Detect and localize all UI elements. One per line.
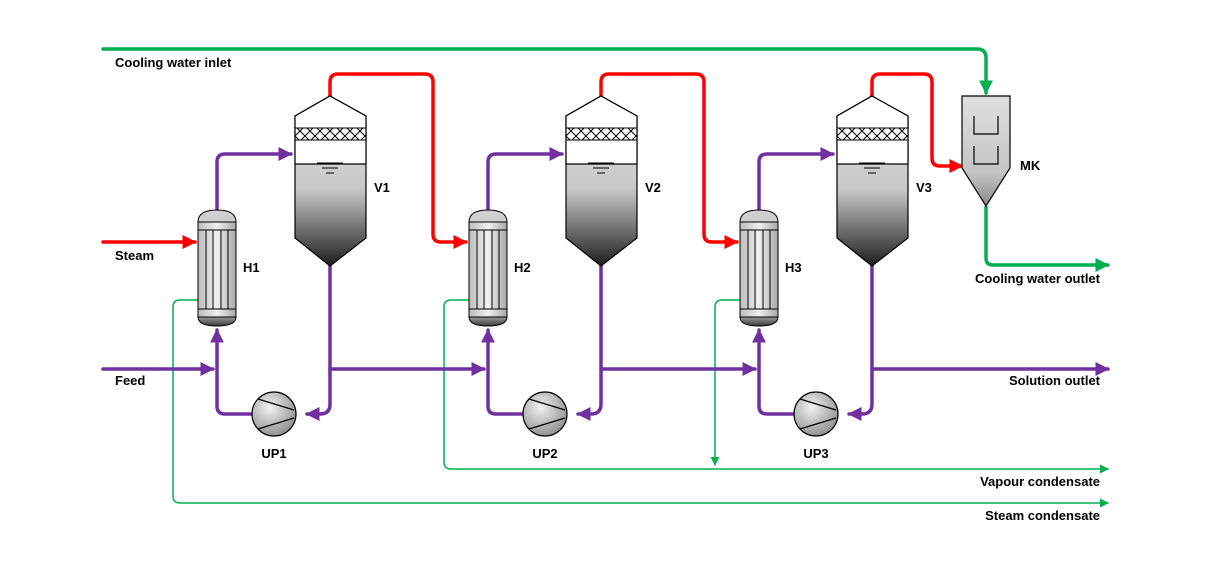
cooling-water-outlet-line: [984, 205, 1110, 272]
steam-label: Steam: [115, 248, 154, 263]
heater1-to-vessel1-line: [215, 147, 293, 214]
heater-h2-label: H2: [514, 260, 531, 275]
vessel1-to-pump1-line: [305, 263, 332, 421]
vapour-line-v2-h3: [599, 72, 739, 249]
heater-h3: [739, 209, 779, 327]
vessel3-to-pump3-line: [847, 263, 874, 421]
pump2-to-heater2-line: [481, 328, 525, 416]
cooling-water-outlet-label: Cooling water outlet: [975, 271, 1101, 286]
vapour-line-v1-h2: [328, 72, 468, 249]
vessel-v3: [836, 95, 909, 267]
condenser-mk-label: MK: [1020, 158, 1041, 173]
vessel-v1-label: V1: [374, 180, 390, 195]
heater2-to-vessel2-line: [486, 147, 564, 214]
heater3-to-vessel3-line: [757, 147, 835, 214]
pump-up2-label: UP2: [532, 446, 557, 461]
pump1-to-heater1-line: [210, 328, 254, 416]
vessel-v2: [565, 95, 638, 267]
vapour-condensate-line-h2: [443, 299, 1109, 474]
pump-up3-label: UP3: [803, 446, 828, 461]
vapour-condensate-line-h3: [710, 299, 742, 466]
vessel2-to-pump2-line: [576, 263, 603, 421]
cooling-water-inlet-label: Cooling water inlet: [115, 55, 232, 70]
solution-outlet-label: Solution outlet: [1009, 373, 1101, 388]
steam-condensate-line: [172, 299, 1109, 508]
pump-up3: [793, 391, 839, 437]
pump-up2: [522, 391, 568, 437]
heater-h3-label: H3: [785, 260, 802, 275]
steam-condensate-label: Steam condensate: [985, 508, 1100, 523]
vessel-v1: [294, 95, 367, 267]
pump3-to-heater3-line: [752, 328, 796, 416]
heater-h2: [468, 209, 508, 327]
vapour-condensate-label: Vapour condensate: [980, 474, 1100, 489]
cooling-water-inlet-line: [101, 47, 993, 95]
heater-h1-label: H1: [243, 260, 260, 275]
condenser-mk: [961, 95, 1011, 208]
heater-h1: [197, 209, 237, 327]
pump-up1-label: UP1: [261, 446, 286, 461]
feed-label: Feed: [115, 373, 145, 388]
pump-up1: [251, 391, 297, 437]
vapour-line-v3-mk: [870, 72, 964, 173]
vessel-v2-label: V2: [645, 180, 661, 195]
vessel-v3-label: V3: [916, 180, 932, 195]
